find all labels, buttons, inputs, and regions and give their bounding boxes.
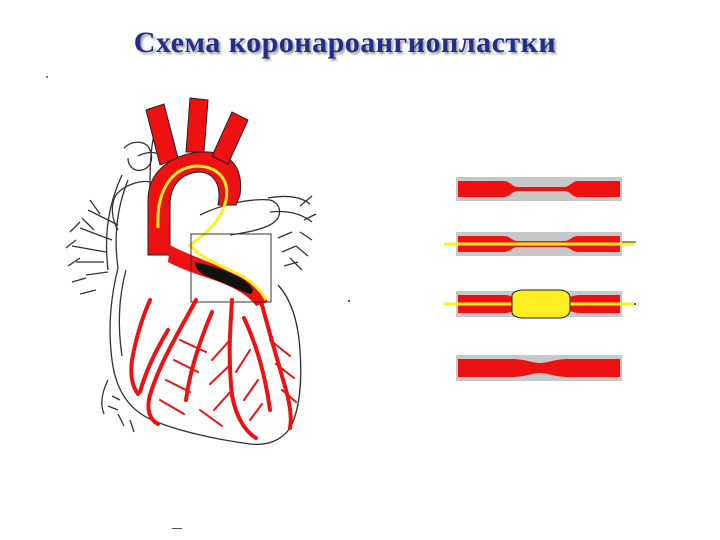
heart-illustration xyxy=(65,97,317,446)
aortic-branch-right xyxy=(211,111,249,165)
stage-balloon-inflated xyxy=(444,289,636,319)
coronary-branches xyxy=(159,339,297,427)
stray-mark xyxy=(46,76,48,78)
stage-vessel-restored xyxy=(456,355,622,381)
stray-mark xyxy=(172,528,182,529)
catheter-guidewire xyxy=(156,164,268,301)
slide-title: Схема коронароангиопластки xyxy=(133,26,557,59)
aortic-branch-middle xyxy=(185,97,209,153)
stage-guidewire-inserted xyxy=(444,232,636,256)
stray-mark xyxy=(348,300,350,302)
stage-stenosis xyxy=(456,177,622,201)
balloon xyxy=(511,289,571,319)
coronary-plaque xyxy=(195,262,253,294)
aortic-branch-left xyxy=(145,103,179,166)
